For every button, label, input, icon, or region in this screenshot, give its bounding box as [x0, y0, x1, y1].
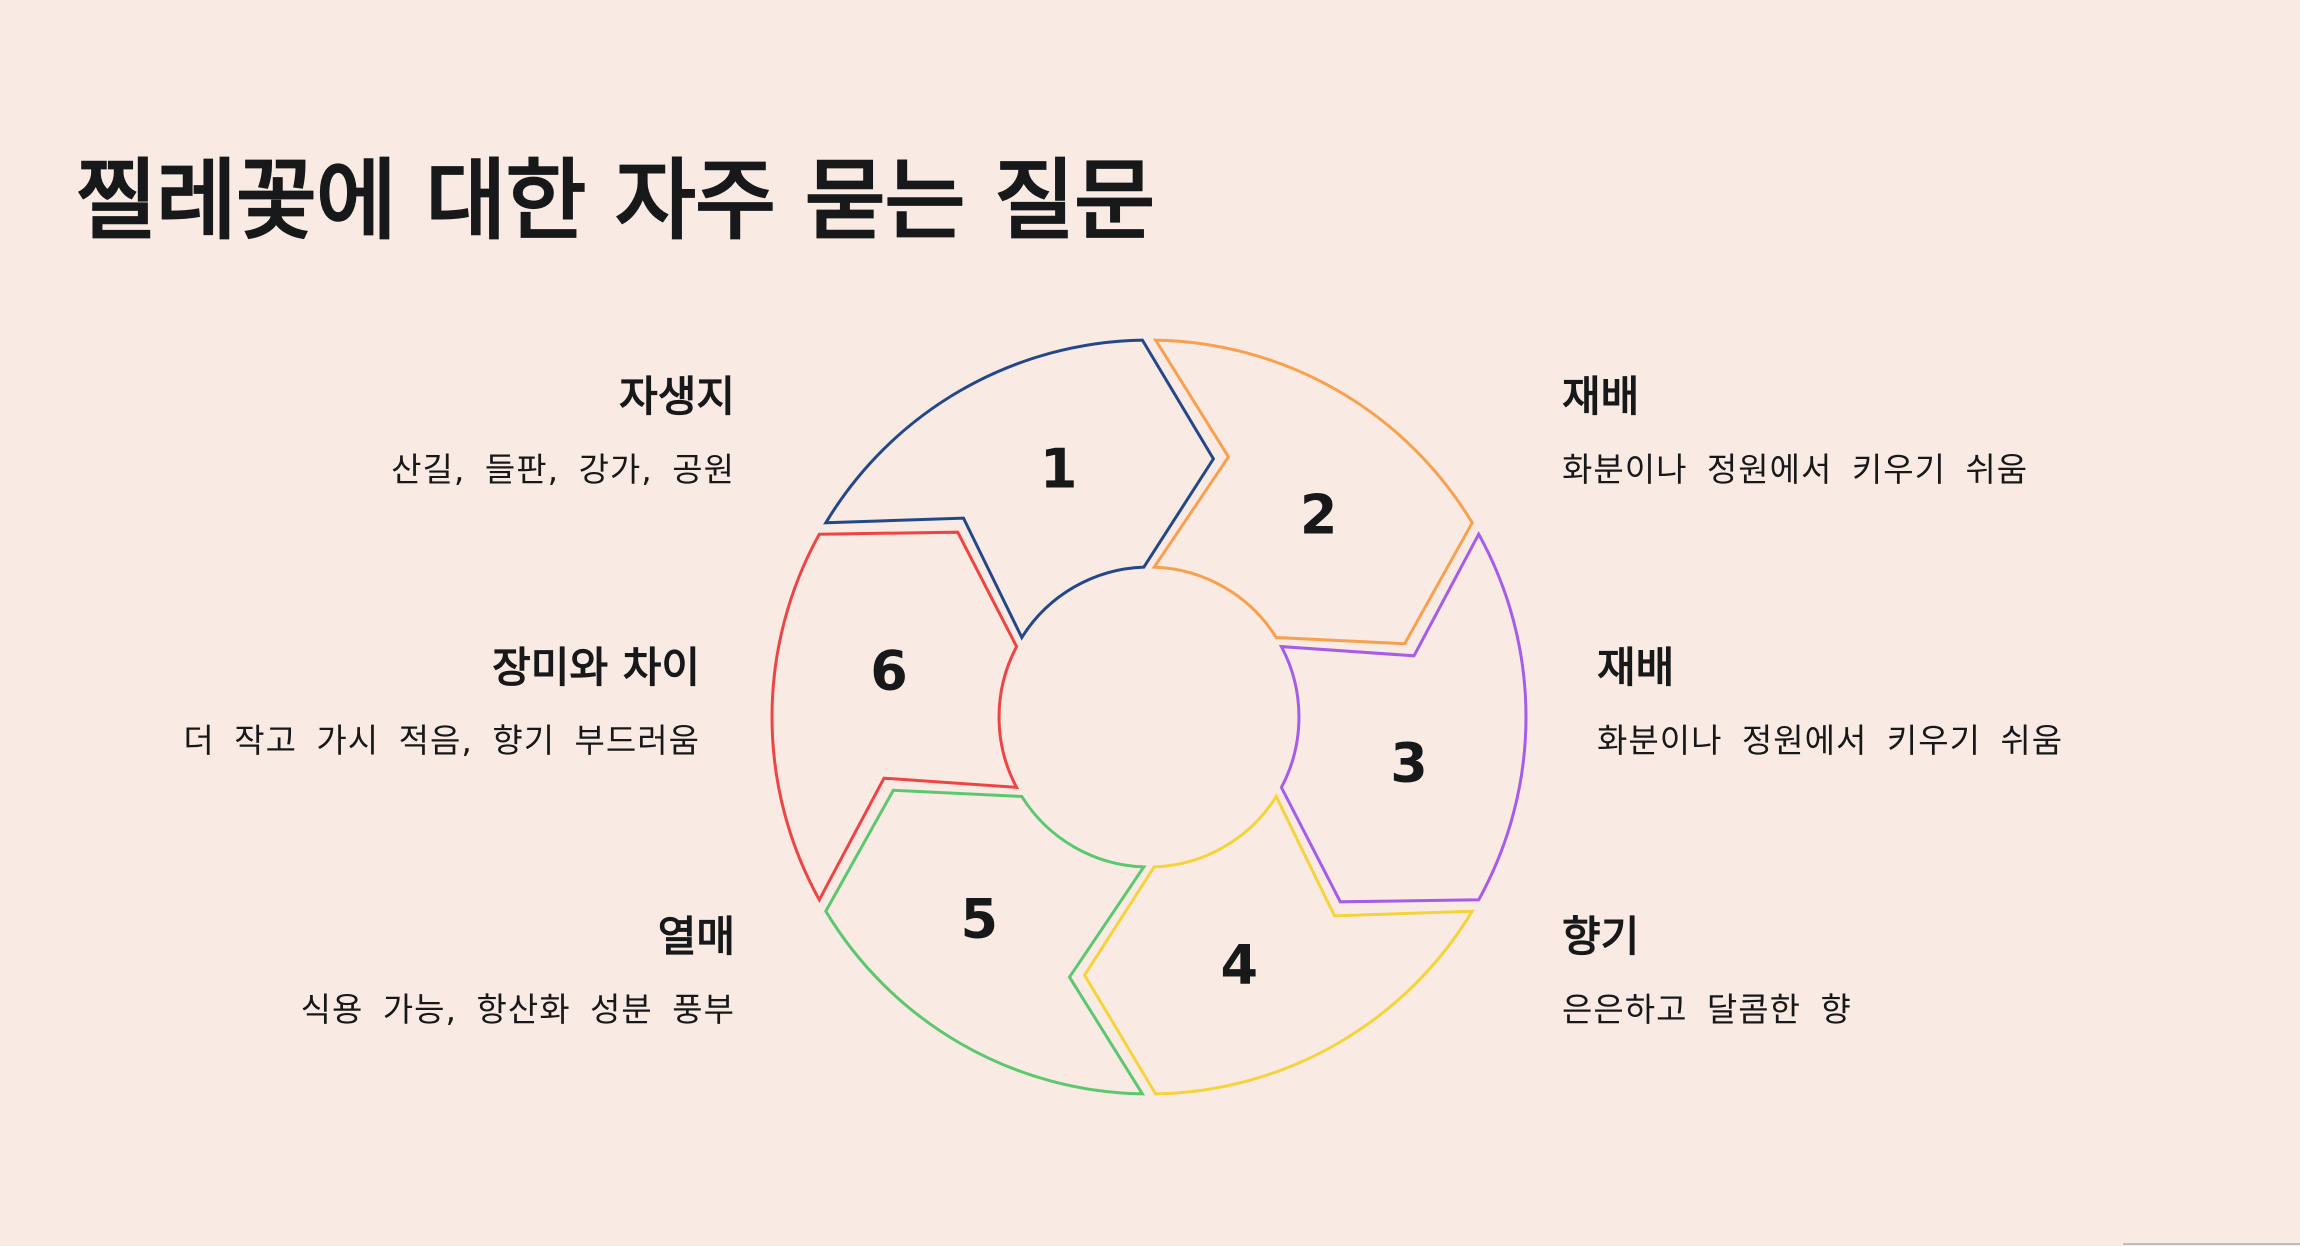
faq-item-fragrance: 향기 은은하고 달콤한 향 — [1562, 912, 1852, 1030]
faq-description: 화분이나 정원에서 키우기 쉬움 — [1562, 450, 2029, 490]
faq-heading: 장미와 차이 — [492, 643, 700, 692]
cycle-segment-5 — [824, 788, 1147, 1096]
faq-heading: 열매 — [657, 912, 735, 961]
faq-description: 은은하고 달콤한 향 — [1562, 990, 1852, 1030]
cycle-segment-2 — [1151, 338, 1474, 646]
cycle-segment-1 — [823, 338, 1216, 641]
page-title: 찔레꽃에 대한 자주 묻는 질문 — [76, 149, 1155, 252]
faq-item-fruit: 열매 식용 가능, 항산화 성분 풍부 — [301, 912, 735, 1030]
faq-heading: 재배 — [1597, 643, 1675, 692]
faq-description: 더 작고 가시 적음, 향기 부드러움 — [183, 721, 700, 761]
segment-number: 3 — [1390, 731, 1428, 794]
faq-heading: 향기 — [1562, 912, 1640, 961]
cycle-segment-4 — [1082, 793, 1475, 1096]
segment-number: 1 — [1040, 437, 1078, 500]
faq-description: 산길, 들판, 강가, 공원 — [391, 450, 735, 490]
faq-description: 화분이나 정원에서 키우기 쉬움 — [1597, 721, 2064, 761]
cycle-segment-3 — [1278, 531, 1528, 904]
segment-number: 6 — [870, 640, 908, 703]
divider — [2123, 1243, 2300, 1245]
faq-item-cultivation-1: 재배 화분이나 정원에서 키우기 쉬움 — [1562, 372, 2028, 490]
segment-number: 4 — [1221, 934, 1259, 997]
cycle-segment-6 — [770, 530, 1020, 903]
faq-item-rose-difference: 장미와 차이 더 작고 가시 적음, 향기 부드러움 — [183, 643, 700, 761]
faq-description: 식용 가능, 항산화 성분 풍부 — [300, 990, 735, 1030]
faq-item-habitat: 자생지 산길, 들판, 강가, 공원 — [391, 372, 735, 490]
segment-number: 2 — [1300, 483, 1338, 546]
faq-item-cultivation-2: 재배 화분이나 정원에서 키우기 쉬움 — [1597, 643, 2063, 761]
segment-number: 5 — [961, 888, 999, 951]
faq-heading: 재배 — [1562, 372, 1640, 421]
faq-heading: 자생지 — [619, 372, 735, 421]
